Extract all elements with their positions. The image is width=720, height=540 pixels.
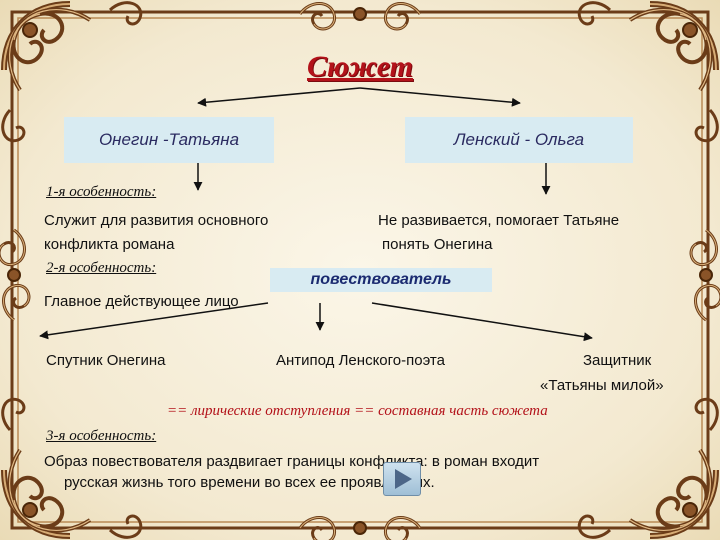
- feature1-label: 1-я особенность:: [46, 184, 156, 201]
- feature3-label: 3-я особенность:: [46, 428, 156, 445]
- defender-line2: «Татьяны милой»: [540, 377, 664, 394]
- lyric-digressions-note: == лирические отступления == составная ч…: [167, 403, 548, 420]
- main-hero-text: Главное действующее лицо: [44, 293, 239, 310]
- feature1-left-line1: Служит для развития основного: [44, 212, 268, 229]
- play-icon: [384, 463, 420, 495]
- slide-title: Сюжет: [0, 50, 720, 84]
- feature1-right-line2: понять Онегина: [382, 236, 493, 253]
- lensky-olga-box: Ленский - Ольга: [405, 117, 633, 163]
- narrator-box: повествователь: [270, 268, 492, 292]
- play-button[interactable]: [383, 462, 421, 496]
- arrow-narrator-right: [372, 303, 592, 338]
- arrow-title-right: [360, 88, 520, 103]
- defender-line1: Защитник: [583, 352, 651, 369]
- feature3-line1: Образ повествователя раздвигает границы …: [44, 453, 539, 470]
- feature1-left-line2: конфликта романа: [44, 236, 174, 253]
- feature1-right-line1: Не развивается, помогает Татьяне: [378, 212, 619, 229]
- feature2-label: 2-я особенность:: [46, 260, 156, 277]
- companion-text: Спутник Онегина: [46, 352, 166, 369]
- feature3-line2: русская жизнь того времени во всех ее пр…: [64, 474, 435, 491]
- onegin-tatiana-box: Онегин -Татьяна: [64, 117, 274, 163]
- antipode-text: Антипод Ленского-поэта: [276, 352, 445, 369]
- arrow-title-left: [198, 88, 360, 103]
